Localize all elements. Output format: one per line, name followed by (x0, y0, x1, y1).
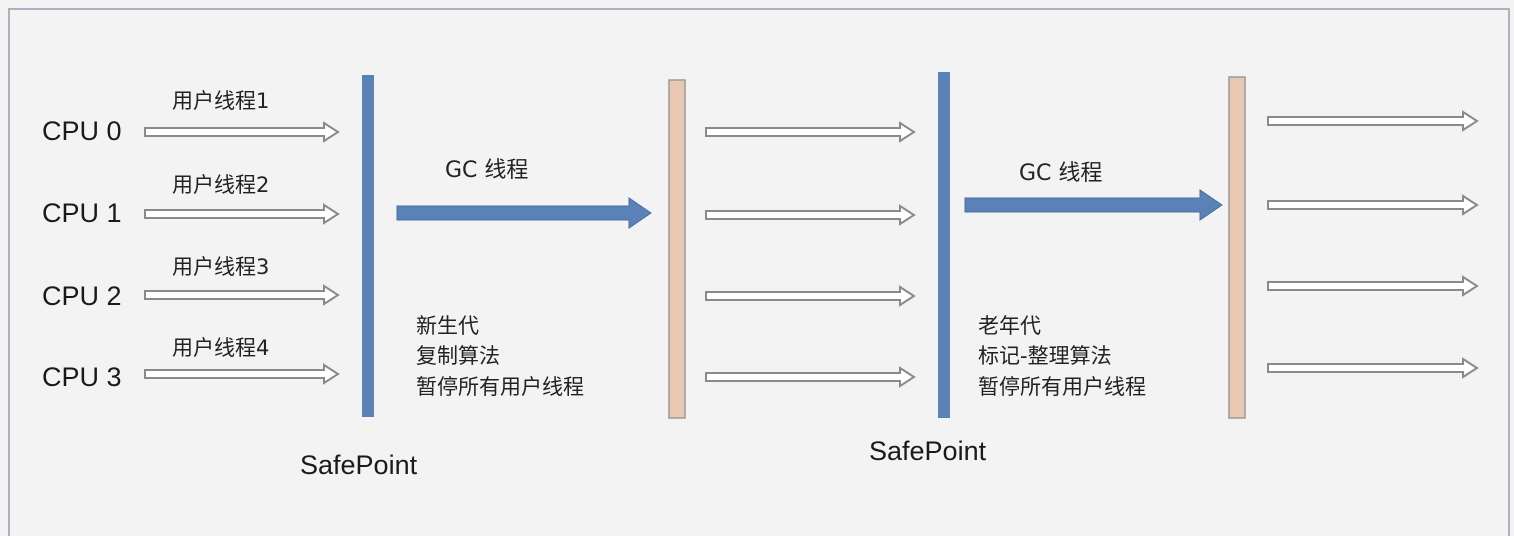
phase-1-note-pause: 暂停所有用户线程 (416, 374, 584, 399)
user-thread-4-label: 用户线程4 (172, 336, 270, 360)
cpu-2-label: CPU 2 (42, 281, 122, 311)
phase-2-notes: 老年代 标记-整理算法 暂停所有用户线程 (978, 311, 1146, 402)
phase-1-note-algorithm: 复制算法 (416, 344, 500, 369)
cpu-1-label: CPU 1 (42, 198, 122, 228)
user-thread-3-label: 用户线程3 (172, 255, 270, 279)
final-thread-arrow-1 (1267, 110, 1479, 132)
gc-thread-label-1: GC 线程 (445, 158, 529, 183)
gc-thread-arrow-1 (396, 197, 652, 229)
phase-2-note-generation: 老年代 (978, 314, 1041, 338)
user-thread-arrow-4 (144, 363, 340, 385)
final-thread-arrow-3 (1267, 275, 1479, 297)
resumed-thread-arrow-3 (705, 285, 916, 307)
resumed-thread-arrow-1 (705, 121, 916, 143)
safepoint-label-1: SafePoint (300, 450, 418, 480)
phase-2-note-pause: 暂停所有用户线程 (978, 374, 1146, 399)
resumed-thread-arrow-4 (705, 366, 916, 388)
user-thread-1-label: 用户线程1 (172, 89, 270, 113)
resumed-thread-arrow-2 (705, 204, 916, 226)
gc-thread-arrow-2 (964, 189, 1223, 221)
resume-bar-2 (1228, 76, 1246, 419)
user-thread-arrow-2 (144, 203, 340, 225)
user-thread-2-label: 用户线程2 (172, 173, 270, 197)
safepoint-label-2: SafePoint (869, 436, 987, 466)
gc-thread-label-2: GC 线程 (1019, 161, 1103, 186)
user-thread-arrow-1 (144, 121, 340, 143)
final-thread-arrow-4 (1267, 357, 1479, 379)
cpu-0-label: CPU 0 (42, 116, 122, 146)
diagram-frame (8, 8, 1510, 536)
cpu-3-label: CPU 3 (42, 362, 122, 392)
final-thread-arrow-2 (1267, 194, 1479, 216)
safepoint-bar-2 (938, 72, 950, 418)
phase-1-notes: 新生代 复制算法 暂停所有用户线程 (416, 311, 584, 402)
phase-1-note-generation: 新生代 (416, 314, 479, 338)
safepoint-bar-1 (362, 75, 374, 417)
user-thread-arrow-3 (144, 284, 340, 306)
phase-2-note-algorithm: 标记-整理算法 (978, 344, 1112, 369)
resume-bar-1 (668, 79, 686, 419)
